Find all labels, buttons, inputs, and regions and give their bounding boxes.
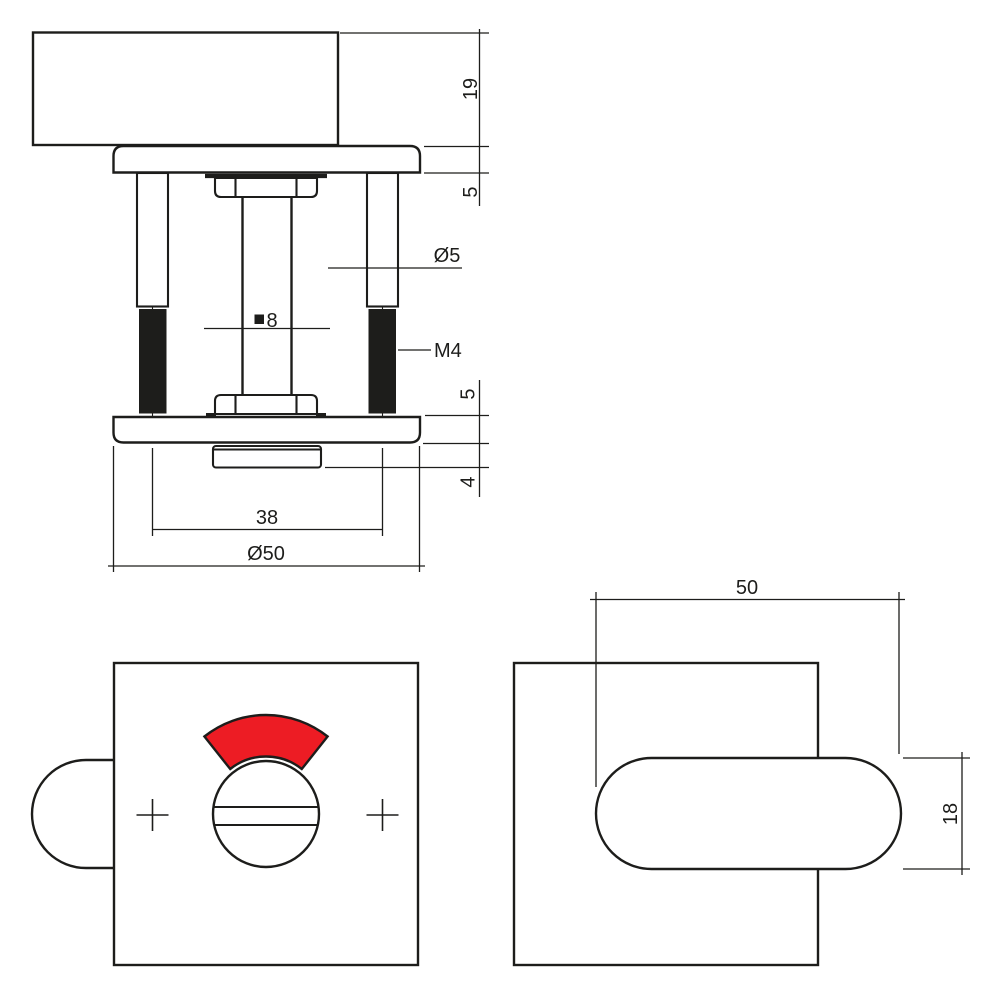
dim-grip-width-label: 50: [736, 577, 758, 599]
dim-screw-distance-label: 38: [256, 507, 278, 529]
screw-shank-right: [365, 171, 400, 308]
dim-knob-height-label: 19: [460, 78, 482, 100]
nut-top: [213, 176, 319, 199]
dim-thread-label: M4: [434, 340, 462, 362]
dim-rose-thickness-top-label: 5: [460, 186, 482, 197]
occupancy-indicator-arc: [202, 713, 330, 771]
dim-spindle-size-label: 8: [267, 310, 278, 332]
release-face-view: 50 18: [512, 577, 970, 967]
screw-cross-left: [136, 799, 169, 831]
turn-knob-circle: [211, 759, 321, 869]
screw-thread-left: [139, 309, 167, 414]
screw-thread-right: [368, 309, 396, 414]
dim-rose-diameter-label: Ø50: [247, 543, 285, 565]
dim-screw-diameter-label: Ø5: [434, 245, 461, 267]
guide-insert: [211, 444, 323, 469]
indicator-face-view: [30, 661, 420, 967]
indicator-rosette-outline: [112, 661, 420, 967]
dim-rose-thickness-bottom-label: 5: [458, 388, 480, 399]
knob-outline: [31, 31, 340, 147]
side-view-dimensions: 19 5 Ø5 8 M4 5 4 38 Ø50: [108, 29, 489, 572]
nut-bottom: [213, 393, 319, 416]
screw-shank-left: [135, 171, 170, 308]
square-section-icon: [254, 314, 264, 324]
screw-cross-right: [366, 799, 399, 831]
thumb-turn-grip: [594, 756, 903, 871]
side-view: [31, 31, 422, 469]
rosette-bottom-outline: [112, 415, 422, 444]
dim-insert-thickness-label: 4: [458, 476, 480, 487]
dim-grip-height-label: 18: [940, 803, 962, 825]
rosette-top-outline: [112, 144, 422, 174]
release-knob-profile: [30, 758, 114, 870]
